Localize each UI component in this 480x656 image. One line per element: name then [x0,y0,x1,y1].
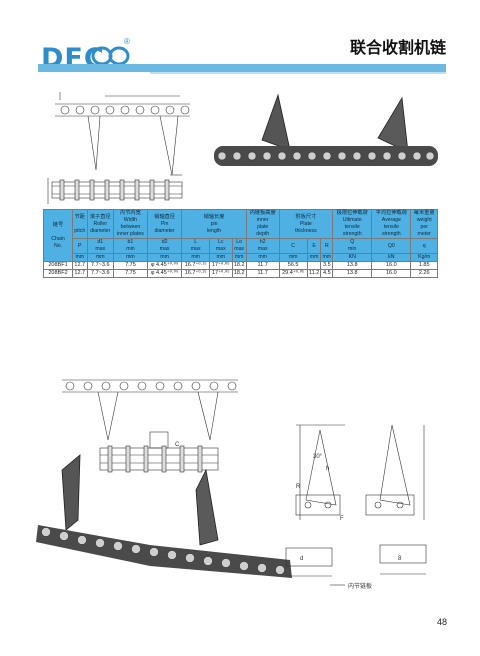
col-chain-no: 链号 Chain No. [43,209,73,262]
cell-q0: 16.0 [371,269,412,278]
label-c: C [175,442,180,448]
page-title: 联合收割机链 [349,38,446,57]
table-row: 208BF1 12.7 7.7~3.6 7.75 φ 4.45⁺⁰·⁰⁹ 16.… [43,261,438,270]
chain-photo-bottom [36,454,292,578]
cell-weight: 2.26 [410,269,438,278]
chain-photo-top [214,93,438,166]
header-divider-shadow [150,72,446,74]
cell-l: 16.7⁺⁰·¹⁵ [181,269,210,278]
chain-plan-view-lower [99,431,219,473]
cell-c: 29.4⁺⁰·⁰⁵ [278,269,308,278]
cell-pin: φ 4.45⁺⁰·⁰⁹ [146,269,183,278]
chain-plan-view-drawing [47,178,183,204]
table-row: 208BF2 12.7 7.7~3.6 7.75 φ 4.45⁺⁰·⁰⁹ 16.… [43,269,438,278]
cell-chain: 208BF2 [43,269,73,278]
label-d: d [300,556,303,562]
label-8: 8 [398,556,402,562]
label-inner-link: 内节链板 [348,582,372,590]
cell-roller: 7.7~3.6 [86,269,115,278]
registered-mark: ® [124,37,130,46]
label-r: R [296,484,301,490]
label-h: h [326,466,329,472]
cell-lo: 18.2 [231,269,247,278]
sym-pitch: P [72,238,88,254]
header-divider-bar [38,64,446,72]
chain-side-view-lower [62,379,238,441]
chain-side-view-drawing [55,92,190,176]
label-30: 30° [313,454,323,460]
cell-e: 11.2 [306,269,322,278]
page-number: 48 [437,617,448,627]
label-f: F [340,516,344,522]
attachment-detail-drawing [285,424,427,586]
